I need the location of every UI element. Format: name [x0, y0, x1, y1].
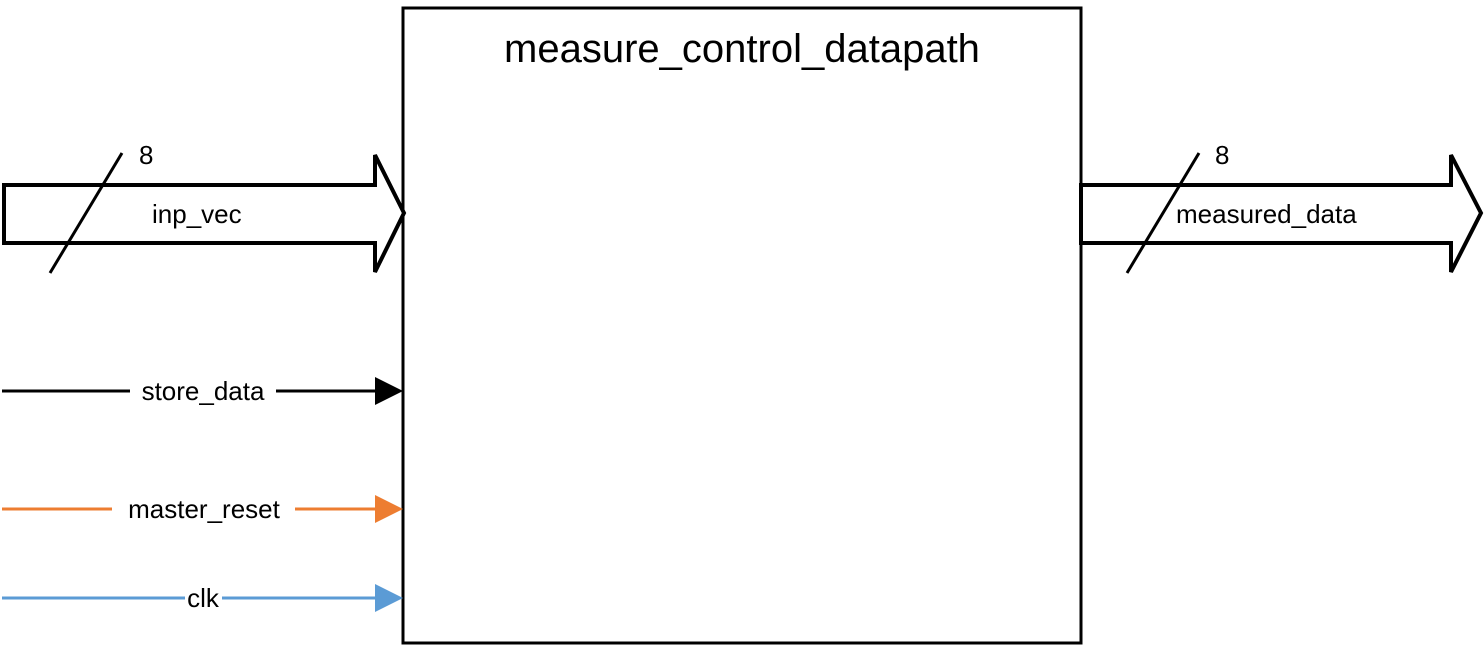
- clk-arrowhead: [375, 584, 403, 612]
- inp-vec-width-slash: [48, 152, 124, 274]
- master-reset-signal: master_reset: [2, 494, 403, 524]
- master-reset-arrowhead: [375, 495, 403, 523]
- inp-vec-width-label: 8: [139, 140, 153, 170]
- measured-data-width-label: 8: [1215, 140, 1229, 170]
- store-data-arrowhead: [375, 377, 403, 405]
- clk-label: clk: [187, 583, 220, 613]
- measured-data-width-slash: [1125, 152, 1201, 274]
- clk-signal: clk: [2, 583, 403, 613]
- measured-data-bus-arrow: [1079, 154, 1484, 273]
- module-block: [401, 6, 1083, 645]
- inp-vec-bus: 8 inp_vec: [2, 140, 407, 274]
- store-data-label: store_data: [142, 376, 265, 406]
- inp-vec-label: inp_vec: [152, 199, 242, 229]
- measured-data-bus: 8 measured_data: [1079, 140, 1484, 274]
- module-title: measure_control_datapath: [504, 27, 980, 71]
- master-reset-label: master_reset: [128, 494, 280, 524]
- store-data-signal: store_data: [2, 376, 403, 406]
- measured-data-label: measured_data: [1176, 199, 1357, 229]
- inp-vec-bus-arrow: [2, 154, 407, 273]
